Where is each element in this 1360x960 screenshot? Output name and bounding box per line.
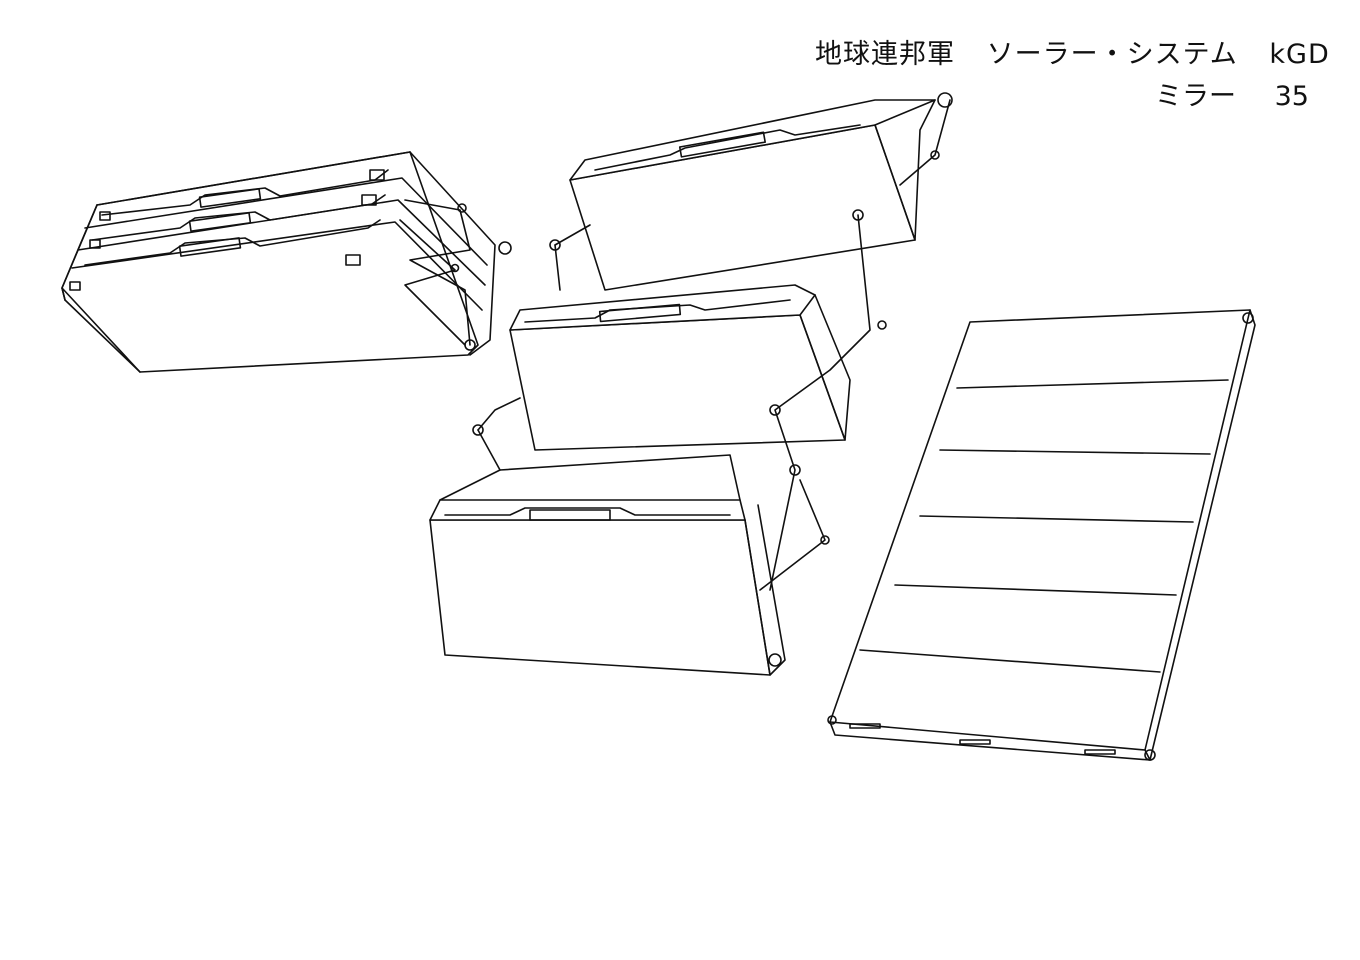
unfolding-mirror: [429, 92, 953, 676]
code-label: kGD: [1269, 39, 1330, 70]
sheet-title: 地球連邦軍 ソーラー・システム kGD: [815, 32, 1352, 71]
part-label: ミラー: [1155, 81, 1236, 112]
sheet-subtitle: ミラー 35: [1155, 74, 1339, 113]
folded-mirror-stack: [61, 151, 512, 373]
deployed-mirror-panel: [827, 309, 1256, 761]
system-label: ソーラー・システム: [986, 39, 1238, 70]
sheet-number: 35: [1274, 81, 1309, 112]
organization-label: 地球連邦軍: [815, 39, 955, 70]
